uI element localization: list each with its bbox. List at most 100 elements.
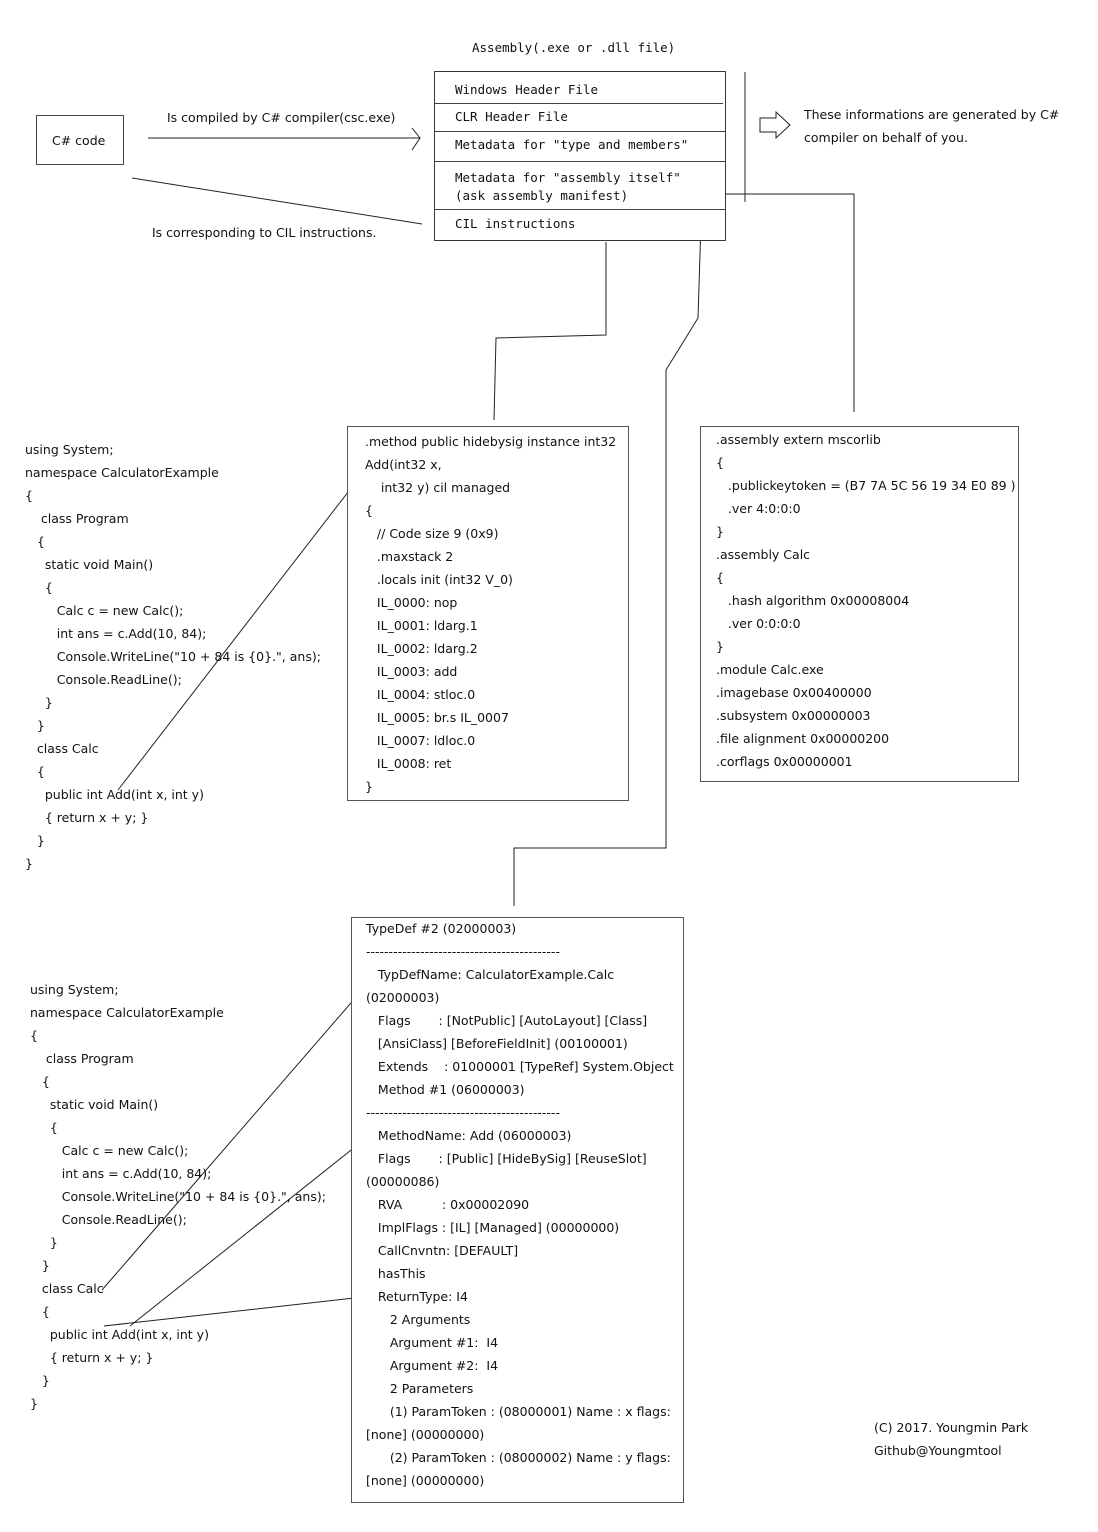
code-line: using System; (25, 442, 114, 457)
cil-line: IL_0008: ret (365, 756, 452, 771)
typedef-line: [none] (00000000) (366, 1427, 485, 1442)
cil-connector (493, 242, 607, 421)
manifest-line: .assembly Calc (716, 547, 811, 562)
cil-line: int32 y) cil managed (365, 480, 511, 495)
typedef-line: TypeDef #2 (02000003) (366, 921, 517, 936)
code-line: Calc c = new Calc(); (30, 1143, 189, 1158)
cil-line: IL_0004: stloc.0 (365, 687, 476, 702)
typedef-line: Argument #2: I4 (366, 1358, 499, 1373)
manifest-line: .publickeytoken = (B7 7A 5C 56 19 34 E0 … (716, 478, 1016, 493)
assembly-box: Windows Header File CLR Header File Meta… (434, 71, 726, 241)
typedef-line: 2 Parameters (366, 1381, 474, 1396)
code-line: class Calc (30, 1281, 104, 1296)
return-type-link (103, 1295, 373, 1327)
corresponding-label: Is corresponding to CIL instructions. (152, 225, 377, 240)
typedef-line: CallCnvntn: [DEFAULT] (366, 1243, 519, 1258)
section-clr-header: CLR Header File (455, 109, 568, 124)
code-line: } (30, 1373, 50, 1388)
hollow-arrow-icon (759, 110, 791, 140)
cil-line: IL_0003: add (365, 664, 458, 679)
typedef-line: MethodName: Add (06000003) (366, 1128, 572, 1143)
section-assembly-metadata: Metadata for "assembly itself" (ask asse… (455, 170, 681, 203)
manifest-line: .module Calc.exe (716, 662, 824, 677)
code-line: Console.WriteLine("10 + 84 is {0}.", ans… (30, 1189, 326, 1204)
manifest-line: .imagebase 0x00400000 (716, 685, 872, 700)
typedef-line: 2 Arguments (366, 1312, 471, 1327)
manifest-line: .ver 4:0:0:0 (716, 501, 801, 516)
cil-line: Add(int32 x, (365, 457, 442, 472)
cil-line: } (365, 779, 373, 794)
manifest-line: .ver 0:0:0:0 (716, 616, 801, 631)
code-line: { (30, 1120, 58, 1135)
cil-line: IL_0002: ldarg.2 (365, 641, 478, 656)
typedef-line: (02000003) (366, 990, 440, 1005)
code-line: { return x + y; } (30, 1350, 154, 1365)
code-line: public int Add(int x, int y) (30, 1327, 209, 1342)
compiled-label: Is compiled by C# compiler(csc.exe) (167, 110, 396, 125)
code-line: int ans = c.Add(10, 84); (25, 626, 207, 641)
manifest-line: .file alignment 0x00000200 (716, 731, 890, 746)
divider (435, 131, 725, 132)
section-windows-header: Windows Header File (455, 82, 598, 97)
typedef-line: Flags : [NotPublic] [AutoLayout] [Class] (366, 1013, 648, 1028)
code-line: class Program (25, 511, 129, 526)
code-line: Console.ReadLine(); (25, 672, 182, 687)
code-line: int ans = c.Add(10, 84); (30, 1166, 212, 1181)
generated-label-line1: These informations are generated by C# (804, 107, 1060, 122)
section-type-metadata: Metadata for "type and members" (455, 137, 689, 152)
typedef-line: ImplFlags : [IL] [Managed] (00000000) (366, 1220, 620, 1235)
csharp-code-label: C# code (52, 133, 106, 148)
manifest-line: .corflags 0x00000001 (716, 754, 853, 769)
cil-line: .maxstack 2 (365, 549, 454, 564)
typedef-line: ReturnType: I4 (366, 1289, 468, 1304)
manifest-line: } (716, 524, 724, 539)
code-line: } (25, 695, 53, 710)
typedef-box: TypeDef #2 (02000003) -------------------… (351, 917, 684, 1503)
typedef-line: ----------------------------------------… (366, 944, 560, 959)
typedef-line: [AnsiClass] [BeforeFieldInit] (00100001) (366, 1036, 628, 1051)
manifest-line: .assembly extern mscorlib (716, 432, 881, 447)
manifest-connector (710, 193, 855, 412)
code-line: Calc c = new Calc(); (25, 603, 184, 618)
code-line: class Program (30, 1051, 134, 1066)
code-line: class Calc (25, 741, 99, 756)
cil-line: IL_0000: nop (365, 595, 458, 610)
code-line: } (30, 1396, 38, 1411)
code-line: } (25, 856, 33, 871)
manifest-box: .assembly extern mscorlib { .publickeytok… (700, 426, 1019, 782)
code-line: using System; (30, 982, 119, 997)
cil-line: IL_0001: ldarg.1 (365, 618, 478, 633)
manifest-line: .hash algorithm 0x00008004 (716, 593, 910, 608)
typedef-line: Method #1 (06000003) (366, 1082, 525, 1097)
code-line: } (30, 1235, 58, 1250)
typedef-line: ----------------------------------------… (366, 1105, 560, 1120)
code-line: { (30, 1074, 50, 1089)
credit-copyright: (C) 2017. Youngmin Park (874, 1420, 1029, 1435)
typedef-line: Flags : [Public] [HideBySig] [ReuseSlot] (366, 1151, 647, 1166)
code-line: { (25, 488, 33, 503)
divider (435, 103, 723, 104)
section-cil: CIL instructions (455, 216, 576, 231)
typedef-line: hasThis (366, 1266, 426, 1281)
manifest-line: { (716, 455, 724, 470)
code-line: { return x + y; } (25, 810, 149, 825)
typedef-line: Argument #1: I4 (366, 1335, 499, 1350)
typedef-line: (1) ParamToken : (08000001) Name : x fla… (366, 1404, 671, 1419)
code-line: static void Main() (30, 1097, 159, 1112)
manifest-line: .subsystem 0x00000003 (716, 708, 871, 723)
cil-line: // Code size 9 (0x9) (365, 526, 499, 541)
code-line: } (30, 1258, 50, 1273)
code-line: { (30, 1028, 38, 1043)
cil-line: .locals init (int32 V_0) (365, 572, 513, 587)
code-line: namespace CalculatorExample (25, 465, 219, 480)
cil-line: { (365, 503, 373, 518)
typedef-line: Extends : 01000001 [TypeRef] System.Obje… (366, 1059, 674, 1074)
divider (435, 161, 725, 162)
code-line: } (25, 718, 45, 733)
divider (435, 209, 725, 210)
method-add-link (129, 1134, 371, 1327)
code-line: { (30, 1304, 50, 1319)
generated-label-line2: compiler on behalf of you. (804, 130, 968, 145)
compile-arrow-head (411, 127, 421, 151)
